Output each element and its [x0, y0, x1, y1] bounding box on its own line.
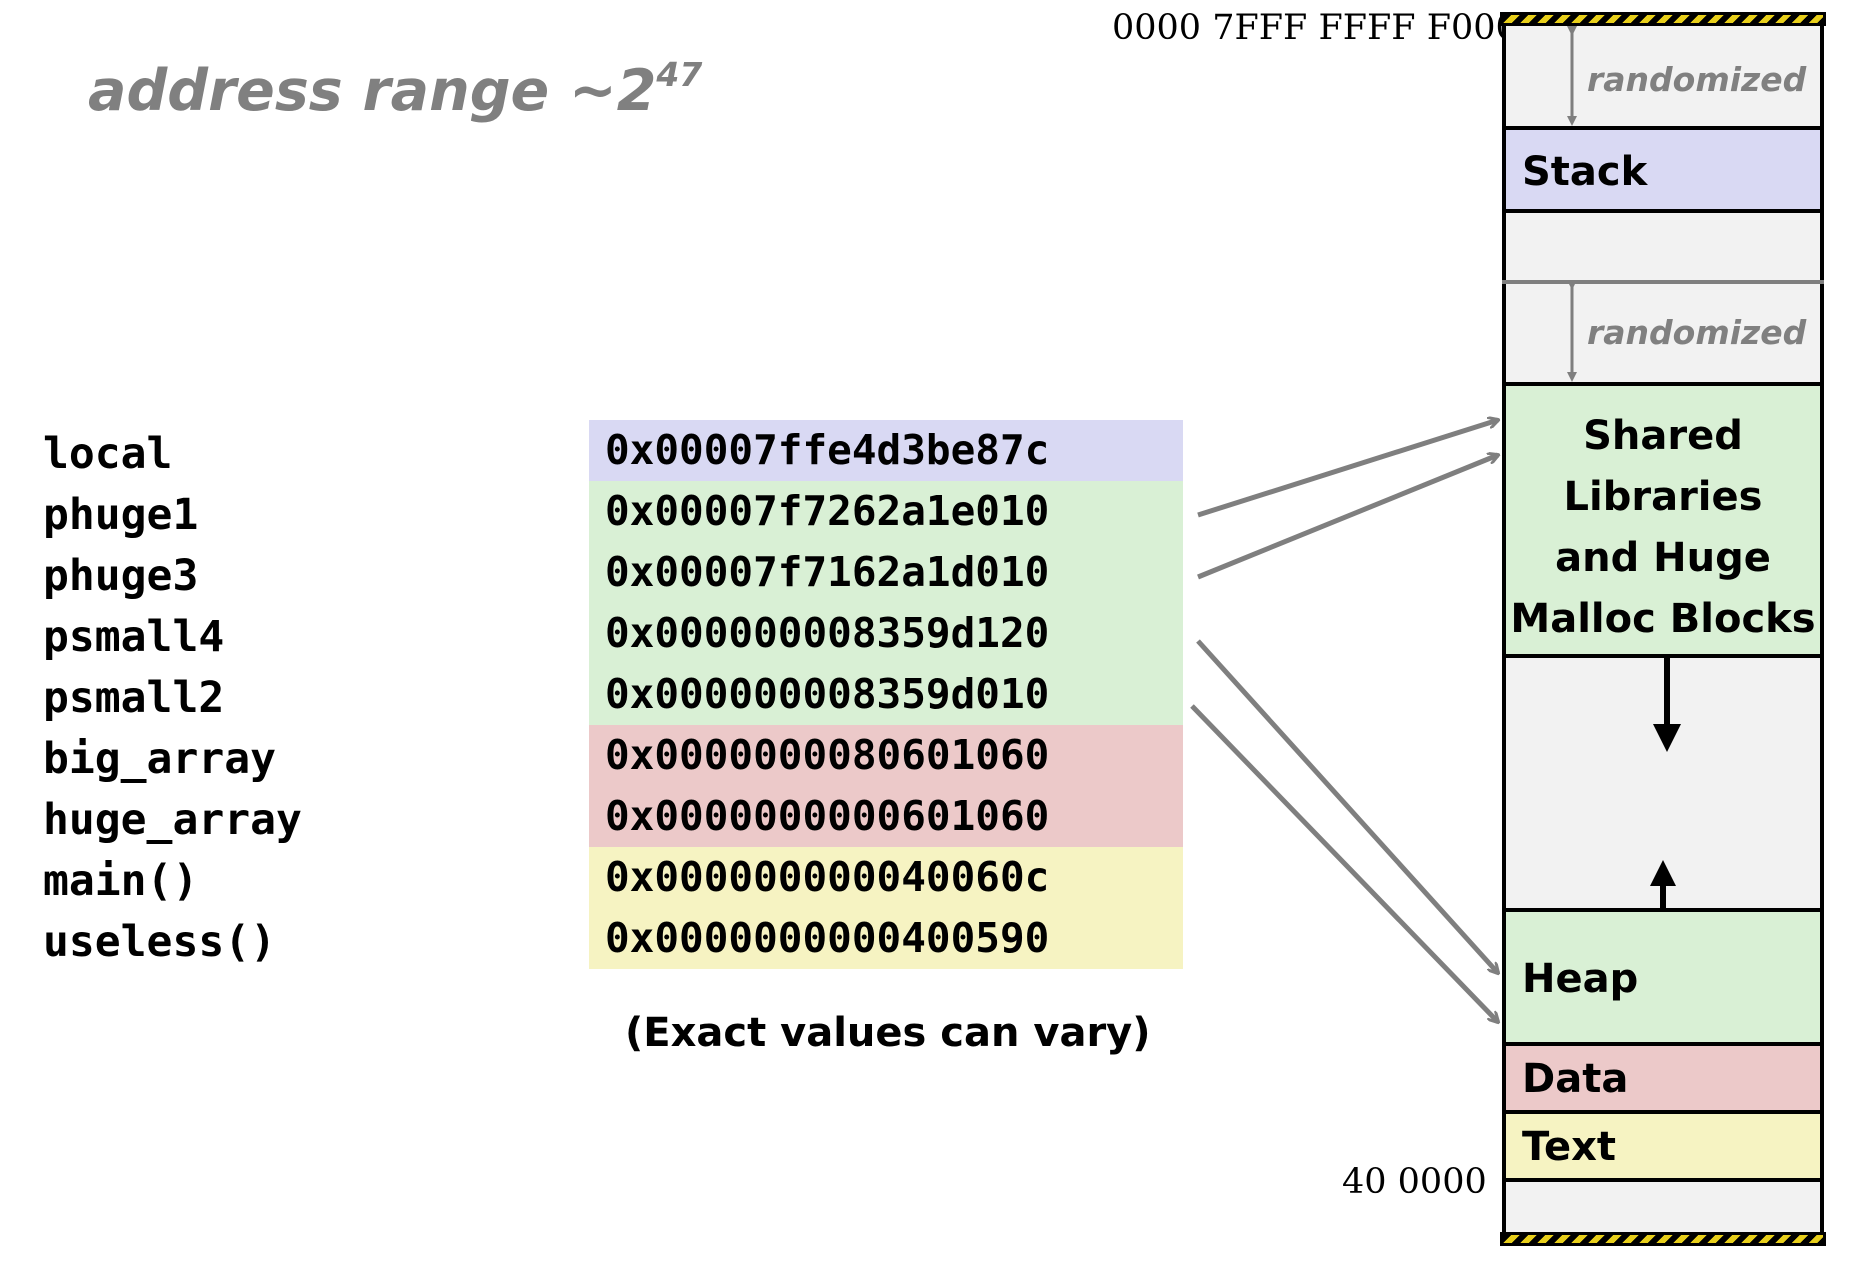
shared-label-line: Shared: [1583, 413, 1743, 459]
var-name-psmall4: psmall4: [43, 612, 225, 662]
pointer-arrow-phuge1: [1197, 420, 1498, 518]
address-cell: 0x00007ffe4d3be87c: [589, 420, 1183, 481]
title-text: address range ~2: [88, 58, 657, 124]
bottom-address-label: 40 0000: [1342, 1162, 1487, 1202]
address-cell: 0x000000008359d010: [589, 664, 1183, 725]
randomized-boundary-line: [1502, 280, 1824, 284]
randomized-label-middle: randomized: [1587, 313, 1807, 352]
address-cell: 0x00007f7262a1e010: [589, 481, 1183, 542]
top-hatch-boundary: [1500, 12, 1826, 26]
pointer-arrow-psmall4: [1196, 639, 1498, 973]
shared-label-line: Libraries: [1563, 474, 1763, 520]
address-cell: 0x0000000000601060: [589, 786, 1183, 847]
heap-label: Heap: [1522, 956, 1639, 1002]
shared-label-line: Malloc Blocks: [1510, 596, 1816, 642]
shared-label-line: and Huge: [1555, 535, 1771, 581]
growth-arrow-down-head: [1653, 724, 1681, 752]
address-cell: 0x0000000000400590: [589, 908, 1183, 969]
title-exponent: 47: [656, 55, 703, 94]
var-name-phuge1: phuge1: [43, 490, 199, 540]
var-name-local: local: [43, 429, 173, 479]
address-cell: 0x000000008359d120: [589, 603, 1183, 664]
pointer-arrow-psmall2: [1190, 704, 1498, 1022]
heap-segment: Heap: [1502, 908, 1824, 1046]
diagram-title: address range ~247: [88, 55, 703, 124]
shared-libraries-segment: Shared Libraries and Huge Malloc Blocks: [1502, 382, 1824, 658]
address-cell: 0x000000000040060c: [589, 847, 1183, 908]
var-name-psmall2: psmall2: [43, 673, 225, 723]
randomized-label-top: randomized: [1587, 60, 1807, 99]
address-cell: 0x00007f7162a1d010: [589, 542, 1183, 603]
var-name-phuge3: phuge3: [43, 551, 199, 601]
text-label: Text: [1522, 1124, 1617, 1170]
data-label: Data: [1522, 1056, 1629, 1102]
address-cell: 0x0000000080601060: [589, 725, 1183, 786]
stack-label: Stack: [1522, 149, 1648, 195]
growth-arrow-up-head: [1650, 860, 1676, 886]
exact-values-note: (Exact values can vary): [625, 1010, 1151, 1056]
var-name-huge-array: huge_array: [43, 795, 302, 845]
stack-segment: Stack: [1502, 126, 1824, 213]
var-name-big-array: big_array: [43, 734, 276, 784]
var-name-useless: useless(): [43, 917, 276, 967]
var-name-main: main(): [43, 856, 199, 906]
top-address-label: 0000 7FFF FFFF F000: [1112, 8, 1518, 48]
pointer-arrow-phuge3: [1197, 455, 1498, 580]
bottom-hatch-boundary: [1500, 1232, 1826, 1246]
text-segment: Text: [1502, 1110, 1824, 1182]
